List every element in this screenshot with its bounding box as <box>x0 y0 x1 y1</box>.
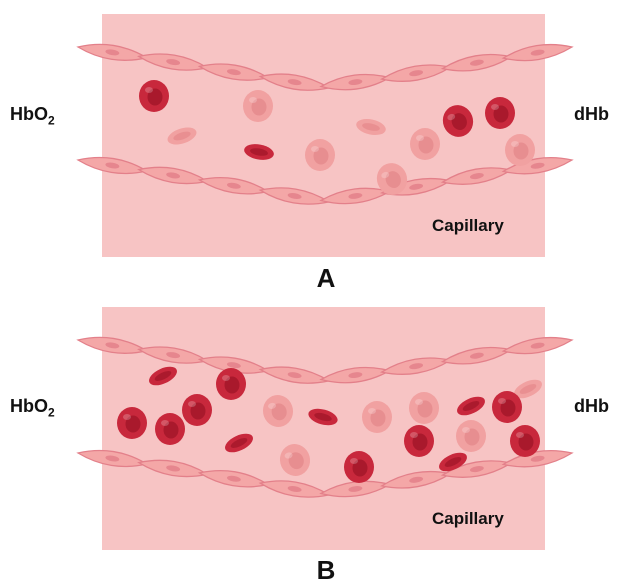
panel-b: HbO2 dHb Capillary B <box>0 293 627 586</box>
capillary-diagram-b <box>0 293 627 586</box>
oxygenated-rbc <box>344 451 374 483</box>
capillary-diagram-a <box>0 0 627 293</box>
panel-letter-a: A <box>306 263 346 294</box>
panel-a: HbO2 dHb Capillary A <box>0 0 627 293</box>
oxygenated-rbc <box>139 80 169 112</box>
oxygenated-rbc <box>216 368 246 400</box>
deoxygenated-rbc <box>243 90 273 122</box>
oxygenated-rbc <box>155 413 185 445</box>
deoxygenated-rbc <box>456 420 486 452</box>
hbo2-label: HbO2 <box>10 396 55 420</box>
deoxygenated-rbc <box>409 392 439 424</box>
oxygenated-rbc <box>182 394 212 426</box>
oxygenated-rbc <box>485 97 515 129</box>
deoxygenated-rbc <box>305 139 335 171</box>
deoxygenated-rbc <box>410 128 440 160</box>
panel-letter-b: B <box>306 555 346 586</box>
capillary-label: Capillary <box>432 509 504 529</box>
oxygenated-rbc <box>510 425 540 457</box>
dhb-label: dHb <box>574 104 609 125</box>
oxygenated-rbc <box>117 407 147 439</box>
oxygenated-rbc <box>492 391 522 423</box>
deoxygenated-rbc <box>505 134 535 166</box>
dhb-label: dHb <box>574 396 609 417</box>
hbo2-label: HbO2 <box>10 104 55 128</box>
deoxygenated-rbc <box>362 401 392 433</box>
oxygenated-rbc <box>404 425 434 457</box>
capillary-label: Capillary <box>432 216 504 236</box>
